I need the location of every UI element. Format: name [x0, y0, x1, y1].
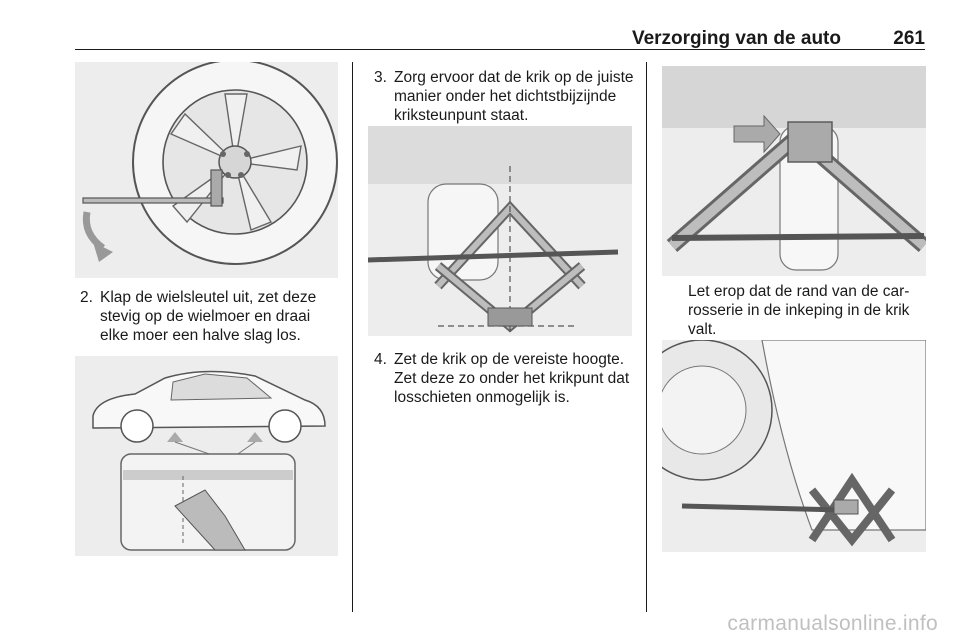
step-4: 4. Zet de krik op de vereiste hoogte. Ze… [374, 350, 636, 407]
step-3-number: 3. [374, 69, 387, 86]
step-2: 2. Klap de wielsleutel uit, zet deze ste… [80, 288, 338, 345]
column3-caption: Let erop dat de rand van de car-rosserie… [688, 283, 910, 338]
step-3: 3. Zorg ervoor dat de krik op de juiste … [374, 68, 636, 125]
header-rule [75, 49, 925, 50]
step-4-number: 4. [374, 351, 387, 368]
step-2-number: 2. [80, 289, 93, 306]
watermark: carmanualsonline.info [727, 612, 938, 635]
page-number: 261 [893, 28, 925, 49]
column-divider-1 [352, 62, 353, 612]
jack-with-wrench-illustration [662, 340, 926, 552]
step-3-text: Zorg ervoor dat de krik op de juiste man… [394, 69, 634, 124]
step-2-text: Klap de wielsleutel uit, zet deze stevig… [100, 289, 317, 344]
wheel-wrench-illustration [75, 62, 338, 278]
page-header: Verzorging van de auto 261 [75, 22, 925, 50]
jack-notch-closeup-illustration [662, 66, 926, 276]
section-title: Verzorging van de auto [631, 28, 841, 49]
car-jack-points-illustration [75, 356, 338, 556]
column-divider-2 [646, 62, 647, 612]
step-4-text: Zet de krik op de vereiste hoogte. Zet d… [394, 351, 630, 406]
jack-under-car-illustration [368, 126, 632, 336]
